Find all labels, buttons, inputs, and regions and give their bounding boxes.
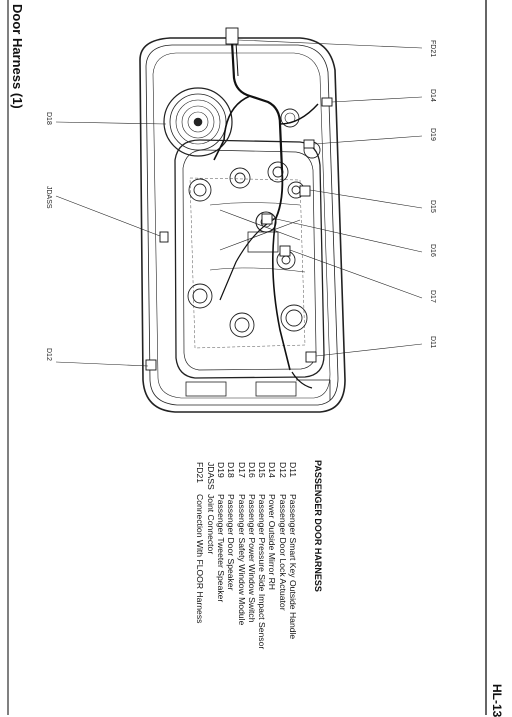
legend-description: Passenger Tweeter Speaker	[215, 494, 226, 603]
legend-description: Connection With FLOOR Harness	[195, 494, 206, 624]
door-latch	[185, 379, 331, 400]
callout-d14: D14	[429, 89, 436, 102]
leader-d17	[289, 249, 423, 299]
connector-jdass	[159, 231, 169, 243]
window-regulator-d17	[209, 202, 306, 273]
legend-code: D11	[288, 462, 298, 478]
leader-lines	[55, 39, 423, 367]
callout-d17: D17	[429, 290, 436, 303]
callout-d16: D16	[429, 244, 436, 257]
legend-description: Power Outside Mirror RH	[267, 494, 278, 590]
leader-d16	[271, 217, 423, 253]
legend-code: D18	[226, 462, 237, 478]
connector-d17	[279, 245, 291, 257]
callout-d19: D19	[429, 128, 436, 141]
callout-d18: D18	[45, 112, 52, 125]
callout-jdass: JDASS	[45, 186, 52, 209]
door-body	[139, 37, 346, 413]
legend-code: D16	[246, 462, 257, 478]
connectors	[145, 27, 333, 371]
legend-code: JDASS	[205, 462, 216, 490]
callout-fd21: FD21	[429, 40, 436, 58]
leader-d15	[309, 189, 423, 209]
legend-description: Passenger Power Window Switch	[246, 494, 257, 623]
page-number: HL-13	[490, 684, 504, 717]
leader-jdass	[55, 195, 161, 237]
connector-d19	[303, 139, 315, 149]
legend-code: D17	[236, 462, 247, 478]
page-title: Door Harness (1)	[10, 4, 25, 109]
legend-row: JDASS Joint Connector	[205, 462, 216, 649]
legend-code: D14	[267, 462, 278, 478]
legend-description: Passenger Door Lock Actuator	[277, 494, 288, 611]
callout-d11: D11	[429, 336, 436, 349]
legend-title: PASSENGER DOOR HARNESS	[313, 460, 323, 592]
callout-d12: D12	[45, 348, 52, 361]
connector-d16	[261, 213, 273, 225]
connector-d15	[299, 185, 311, 197]
connector-d12	[145, 359, 157, 371]
connector-d14	[321, 97, 333, 107]
leader-d11	[315, 343, 423, 357]
wire-harness	[213, 41, 319, 389]
connector-d11	[305, 351, 317, 363]
leader-d18	[55, 121, 167, 125]
leader-d12	[55, 361, 149, 367]
legend-description: Passenger Pressure Side Impact Sensor	[257, 494, 268, 650]
leader-d19	[313, 135, 423, 145]
legend-description: Joint Connector	[205, 494, 216, 555]
legend-code: D15	[257, 462, 268, 478]
legend-code: D12	[277, 462, 288, 478]
speaker-d18	[163, 87, 233, 157]
callout-d15: D15	[429, 200, 436, 213]
legend-description: Passenger Door Speaker	[226, 494, 237, 591]
legend-code: D19	[215, 462, 226, 478]
connector-fd21	[225, 27, 239, 45]
leader-fd21	[237, 39, 423, 49]
legend-code: FD21	[195, 462, 206, 484]
tweeter-d19	[280, 108, 321, 159]
legend-description: Passenger Smart Key Outside Handle	[288, 494, 298, 640]
leader-d14	[331, 96, 423, 103]
legend-description: Passenger Safety Window Module	[236, 494, 247, 626]
